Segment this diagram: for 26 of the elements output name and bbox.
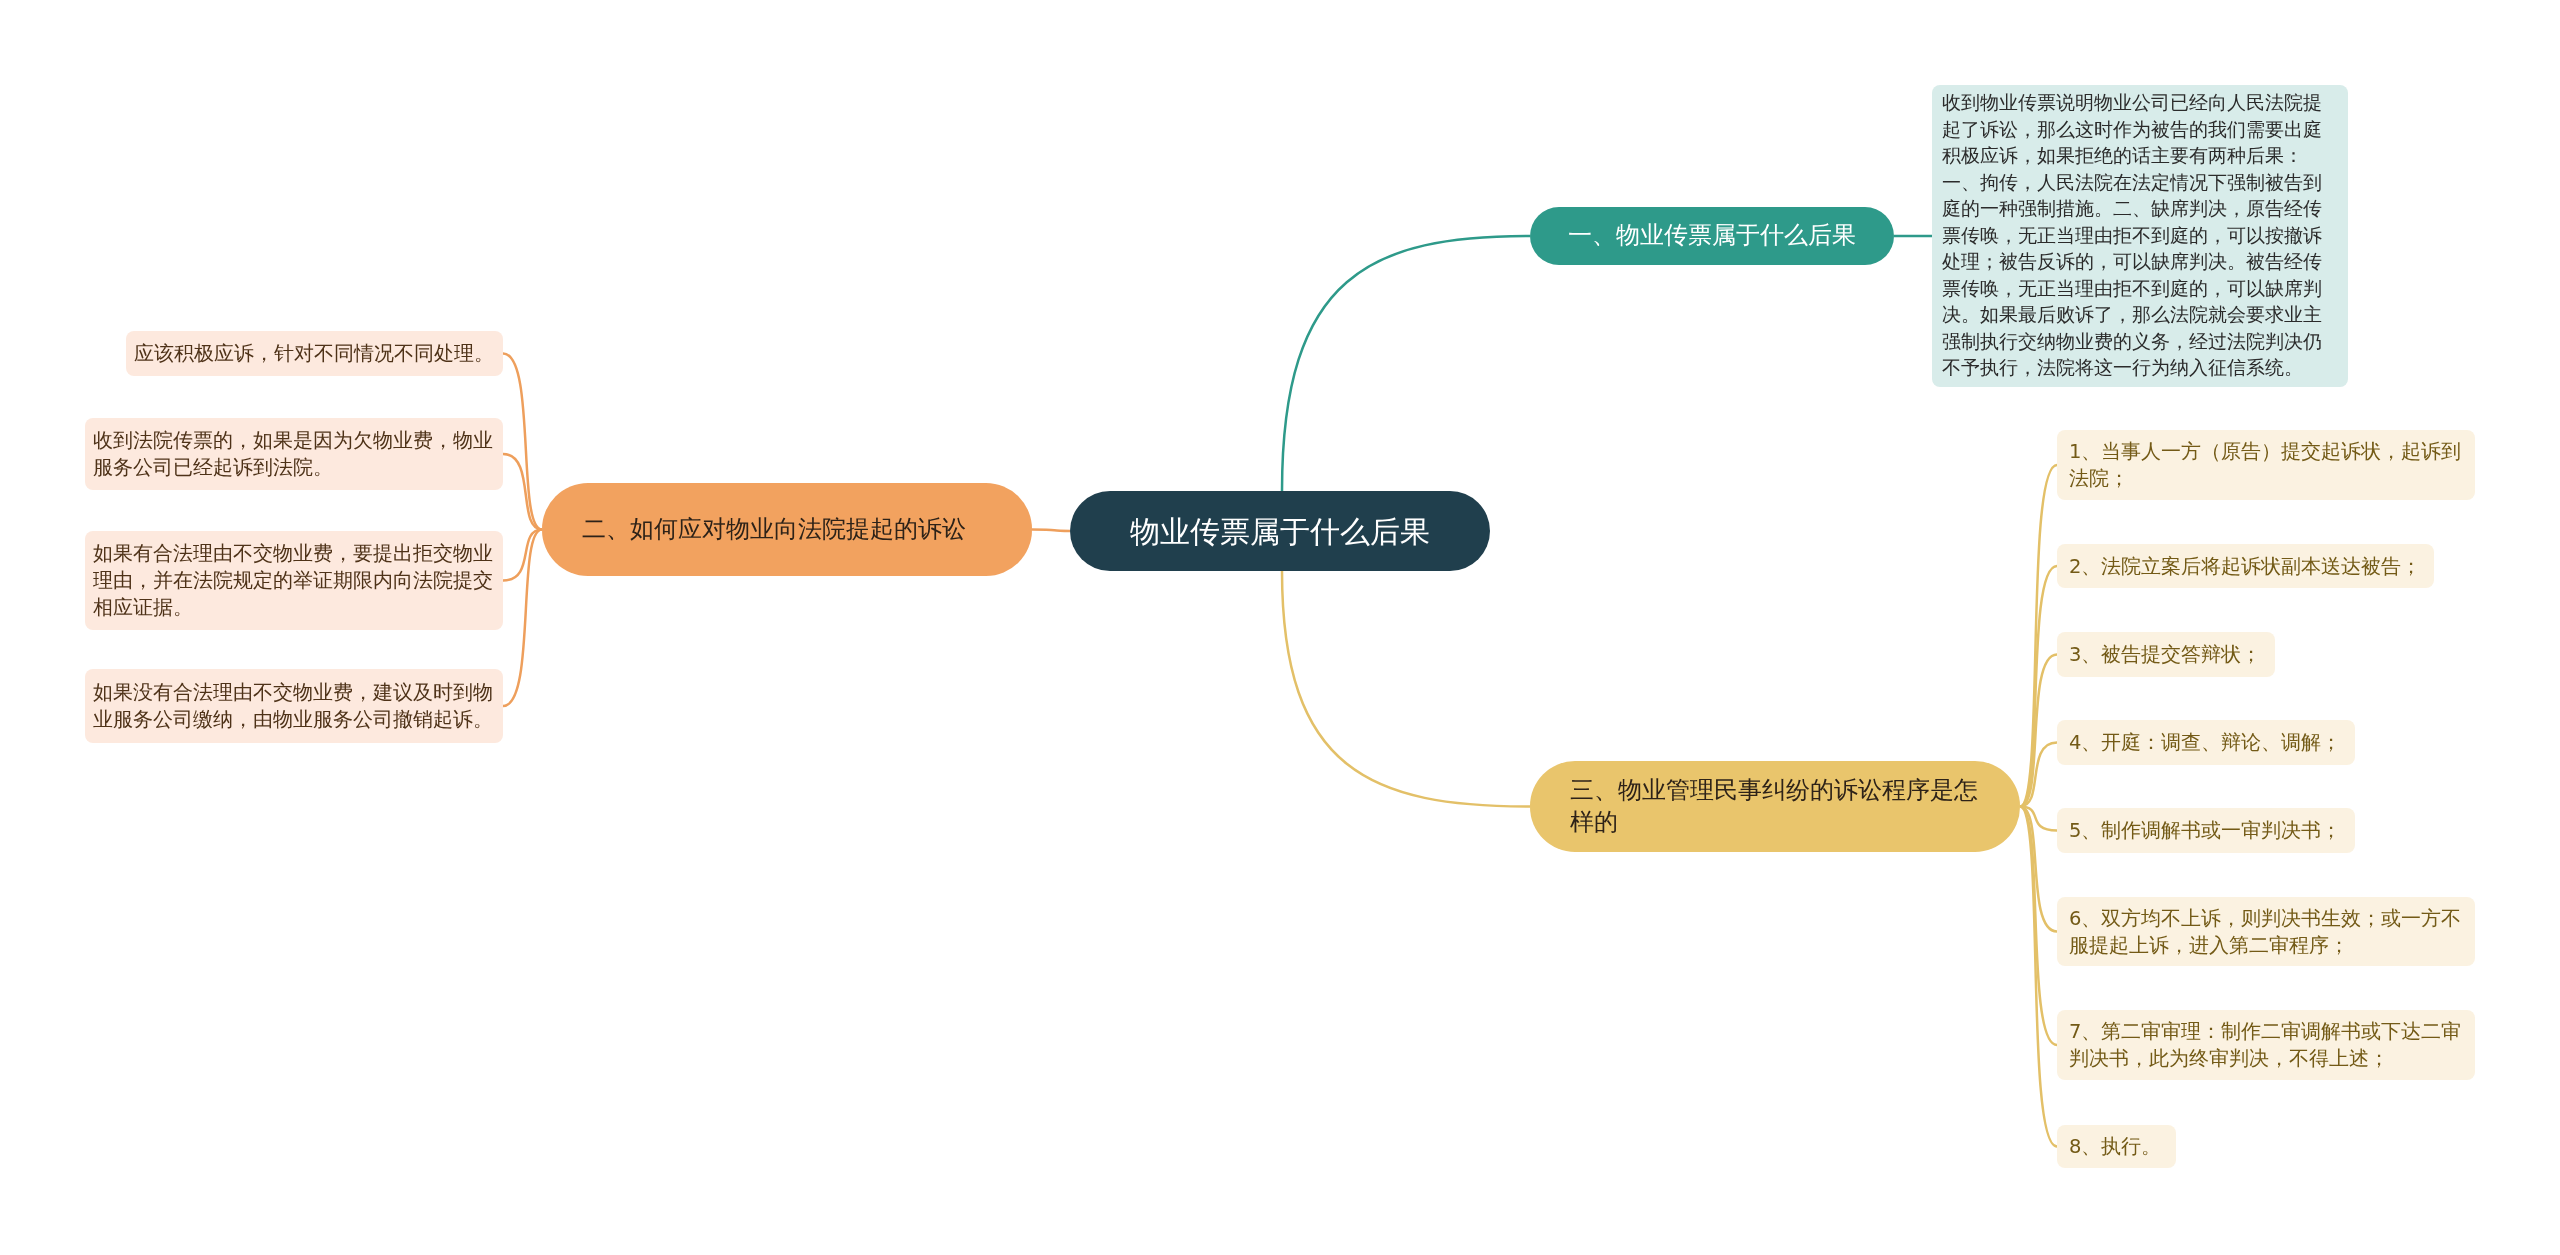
leaf-topic: 3、被告提交答辩状； [2057,632,2275,677]
leaf-topic: 1、当事人一方（原告）提交起诉状，起诉到法院； [2057,430,2475,500]
branch-topic: 三、物业管理民事纠纷的诉讼程序是怎样的 [1530,761,2020,852]
branch-topic: 二、如何应对物业向法院提起的诉讼 [542,483,1032,576]
leaf-topic: 应该积极应诉，针对不同情况不同处理。 [126,331,503,376]
connector-line [1032,528,1070,533]
detail-note: 收到物业传票说明物业公司已经向人民法院提起了诉讼，那么这时作为被告的我们需要出庭积极应诉，如果拒绝的话主要有两种后果：一、拘传，人民法院在法定情况下强制被告到庭的一种强制措施。二、缺席判决，原告经传票传唤，无正当理由拒不到庭的，可以按撤诉处理；被告反诉的，可以缺席判决。被告经传票传唤，无正当理由拒不到庭的，可以缺席判决。如果最后败诉了，那么法院就会要求业主强制执行交纳物业费的义务，经过法院判决仍不予执行，法院将这一行为纳入征信系统。 [1932,85,2348,387]
leaf-topic: 8、执行。 [2057,1125,2176,1168]
leaf-topic: 收到法院传票的，如果是因为欠物业费，物业服务公司已经起诉到法院。 [85,418,503,490]
leaf-topic: 2、法院立案后将起诉状副本送达被告； [2057,544,2434,588]
connector-line [502,352,543,531]
connector-line [502,528,543,582]
connector-line [1894,234,1932,238]
leaf-topic: 如果没有合法理由不交物业费，建议及时到物业服务公司缴纳，由物业服务公司撤销起诉。 [85,669,503,743]
root-topic: 物业传票属于什么后果 [1070,491,1490,571]
connector-line [1280,570,1531,808]
leaf-topic: 7、第二审审理：制作二审调解书或下达二审判决书，此为终审判决，不得上述； [2057,1010,2475,1080]
connector-line [502,528,543,708]
leaf-topic: 5、制作调解书或一审判决书； [2057,808,2355,853]
connector-line [1280,234,1531,492]
leaf-topic: 4、开庭：调查、辩论、调解； [2057,720,2355,765]
connector-line [2019,805,2058,1148]
leaf-topic: 6、双方均不上诉，则判决书生效；或一方不服提起上诉，进入第二审程序； [2057,897,2475,966]
branch-topic: 一、物业传票属于什么后果 [1530,207,1894,265]
connector-line [502,452,543,531]
leaf-topic: 如果有合法理由不交物业费，要提出拒交物业理由，并在法院规定的举证期限内向法院提交相应证据。 [85,531,503,630]
